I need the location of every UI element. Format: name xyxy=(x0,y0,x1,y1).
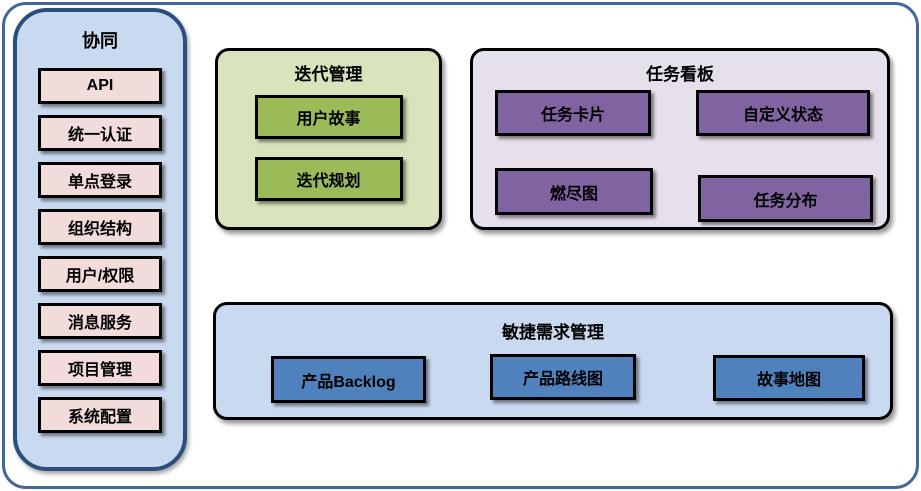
sidebar-item-system-config: 系统配置 xyxy=(38,397,162,433)
item-story-map: 故事地图 xyxy=(713,355,865,401)
sidebar-item-user-permission: 用户/权限 xyxy=(38,256,162,292)
sidebar-item-api: API xyxy=(38,68,162,104)
sidebar-item-sso: 单点登录 xyxy=(38,162,162,198)
sidebar-collaboration-panel: 协同 API 统一认证 单点登录 组织结构 用户/权限 消息服务 项目管理 系统… xyxy=(13,8,187,471)
sidebar-item-unified-auth: 统一认证 xyxy=(38,115,162,151)
item-task-distribution: 任务分布 xyxy=(698,175,873,222)
group-agile-title: 敏捷需求管理 xyxy=(502,323,604,342)
group-agile-requirements: 敏捷需求管理 产品Backlog 产品路线图 故事地图 xyxy=(213,302,893,420)
item-custom-status: 自定义状态 xyxy=(696,90,870,136)
item-product-backlog: 产品Backlog xyxy=(271,356,426,403)
sidebar-item-message-service: 消息服务 xyxy=(38,303,162,339)
item-iteration-planning: 迭代规划 xyxy=(254,157,403,201)
item-product-roadmap: 产品路线图 xyxy=(490,354,636,400)
group-task-kanban: 任务看板 任务卡片 自定义状态 燃尽图 任务分布 xyxy=(470,48,890,230)
item-task-card: 任务卡片 xyxy=(495,90,651,136)
sidebar-item-list: API 统一认证 单点登录 组织结构 用户/权限 消息服务 项目管理 系统配置 xyxy=(38,68,162,433)
item-burndown-chart: 燃尽图 xyxy=(495,168,653,215)
sidebar-item-org-structure: 组织结构 xyxy=(38,209,162,245)
item-user-story: 用户故事 xyxy=(254,95,403,139)
sidebar-item-project-management: 项目管理 xyxy=(38,350,162,386)
group-kanban-title: 任务看板 xyxy=(646,65,714,84)
sidebar-title: 协同 xyxy=(82,31,118,51)
group-iteration-management: 迭代管理 用户故事 迭代规划 xyxy=(215,48,442,230)
group-iteration-title: 迭代管理 xyxy=(294,65,363,84)
